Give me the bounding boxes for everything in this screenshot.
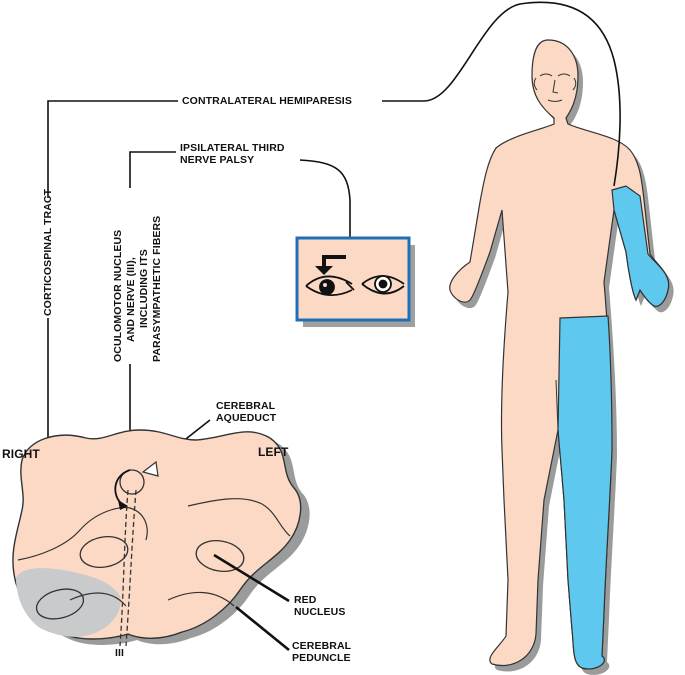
oculomotor-nerve-fibers — [119, 489, 137, 647]
paralyzed-left-leg — [557, 315, 613, 670]
eye-deviation-arrow-icon — [315, 255, 346, 275]
right-eye-icon — [305, 275, 355, 296]
right-red-nucleus — [79, 536, 129, 568]
paralyzed-left-arm — [611, 185, 670, 307]
midbrain-section — [12, 429, 310, 652]
cerebral-aqueduct-label-line1: CEREBRAL — [216, 400, 276, 412]
contralateral-hemiparesis-label: CONTRALATERAL HEMIPARESIS — [182, 95, 352, 107]
oculomotor-label-line2: AND NERVE (III), — [125, 257, 137, 342]
cerebral-peduncle-label-line1: CEREBRAL — [292, 640, 352, 652]
left-eye-icon — [361, 275, 405, 295]
oculomotor-label-line3: INCLUDING ITS — [138, 249, 150, 328]
third-nerve-connector — [129, 151, 176, 188]
face — [533, 73, 577, 102]
oculomotor-label-line4: PARASYMPATHETIC FIBERS — [151, 215, 163, 362]
human-figure — [449, 39, 674, 675]
left-red-nucleus — [195, 540, 245, 572]
eye-box — [295, 236, 415, 327]
right-side-label: RIGHT — [2, 447, 40, 461]
left-side-label: LEFT — [258, 445, 289, 459]
red-nucleus-label-line2: NUCLEUS — [294, 606, 346, 618]
cerebral-peduncle-label-line2: PEDUNCLE — [292, 652, 351, 664]
ipsilateral-third-nerve-label-line1: IPSILATERAL THIRD — [180, 142, 285, 154]
cerebral-aqueduct-label-line2: AQUEDUCT — [216, 412, 277, 424]
hemiparesis-connector — [47, 100, 178, 198]
third-nerve-to-eye — [299, 159, 351, 238]
cerebral-aqueduct — [141, 460, 159, 477]
oculomotor-label-line1: OCULOMOTOR NUCLEUS — [112, 229, 124, 362]
red-nucleus-label-line1: RED — [294, 594, 317, 606]
oculomotor-nucleus — [119, 469, 145, 495]
hemiparesis-connector-right — [382, 1, 621, 187]
lesion-area — [16, 568, 121, 637]
leader-lines — [213, 553, 290, 652]
corticospinal-tract-oval — [35, 588, 85, 620]
oculomotor-nerve-numeral: III — [115, 647, 125, 659]
ipsilateral-third-nerve-label-line2: NERVE PALSY — [180, 154, 255, 166]
corticospinal-tract-label: CORTICOSPINAL TRACT — [42, 188, 54, 316]
